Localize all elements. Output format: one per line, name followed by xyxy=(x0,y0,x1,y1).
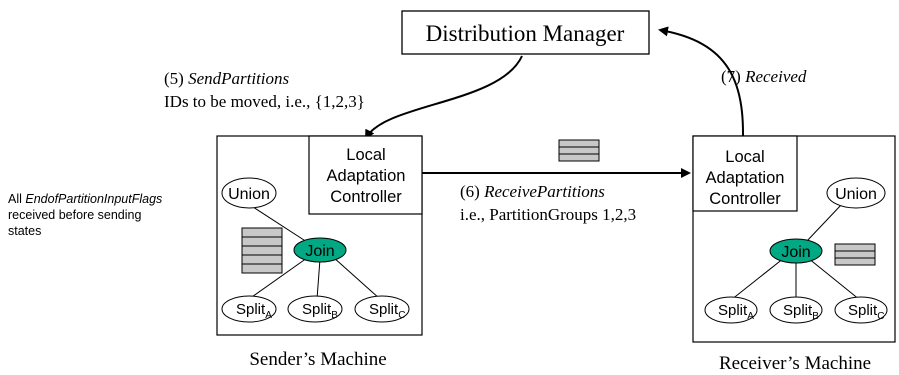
receiver-split-c-node xyxy=(834,296,888,324)
receiver-join-node xyxy=(769,238,823,264)
side-note-line2: received before sending xyxy=(8,208,141,222)
sender-union-label: Union xyxy=(228,186,270,203)
receiver-edge-union-join xyxy=(805,203,843,243)
receiver-split-b-node xyxy=(769,296,823,324)
sender-edge-union-join xyxy=(249,204,308,243)
sender-split-a-label: SplitA xyxy=(236,301,272,321)
received-label: (7) Received xyxy=(721,67,807,86)
sender-split-b-node xyxy=(287,295,343,323)
receiver-machine: Local Adaptation Controller Union Join S… xyxy=(692,135,896,374)
sender-split-c-node xyxy=(354,295,410,323)
receiver-split-b-label: SplitB xyxy=(783,302,819,322)
sender-union-node xyxy=(221,177,277,209)
receiver-split-c-label: SplitC xyxy=(848,302,884,322)
transit-state-buffer xyxy=(558,139,600,162)
side-note-line1: All EndofPartitionInputFlags xyxy=(8,192,162,206)
sender-controller-line1: Local xyxy=(346,146,385,164)
receiver-edge-join-splitA xyxy=(730,257,785,301)
receiver-join-label: Join xyxy=(781,244,810,261)
send-partitions-arrow xyxy=(365,55,523,140)
receiver-union-label: Union xyxy=(835,186,877,203)
send-partitions-label: (5) SendPartitions xyxy=(164,69,290,88)
receive-partitions-label: (6) ReceivePartitions xyxy=(460,182,605,201)
distribution-manager-node: Distribution Manager xyxy=(401,10,650,55)
receiver-controller-line3: Controller xyxy=(709,190,781,208)
sender-state-buffer xyxy=(241,227,283,274)
send-partitions-detail: IDs to be moved, i.e., {1,2,3} xyxy=(164,92,365,111)
side-note-line3: states xyxy=(8,224,41,238)
receiver-state-buffer xyxy=(834,243,876,266)
sender-edge-join-splitA xyxy=(248,257,308,300)
receive-partitions-detail: i.e., PartitionGroups 1,2,3 xyxy=(460,205,636,224)
receiver-controller-box xyxy=(692,135,798,212)
sender-controller-line2: Adaptation xyxy=(327,167,406,185)
sender-join-node xyxy=(293,237,347,263)
receiver-controller-line2: Adaptation xyxy=(706,169,785,187)
sender-join-label: Join xyxy=(305,243,334,260)
sender-edge-join-splitB xyxy=(316,258,321,300)
receiver-edge-join-splitC xyxy=(807,257,861,301)
receiver-split-a-node xyxy=(704,296,758,324)
sender-controller-box xyxy=(308,135,423,215)
receiver-controller-line1: Local xyxy=(725,148,764,166)
distribution-manager-label: Distribution Manager xyxy=(426,21,625,46)
sender-split-c-label: SplitC xyxy=(369,301,405,321)
receiver-union-node xyxy=(826,177,886,209)
side-note: All EndofPartitionInputFlags received be… xyxy=(8,192,162,238)
sender-controller-line3: Controller xyxy=(330,188,402,206)
sender-split-a-node xyxy=(221,295,277,323)
receiver-machine-caption: Receiver’s Machine xyxy=(719,353,871,374)
receiver-split-a-label: SplitA xyxy=(718,302,754,322)
sender-machine-caption: Sender’s Machine xyxy=(249,349,386,370)
sender-edge-join-splitC xyxy=(332,256,381,300)
sender-machine: Local Adaptation Controller Union Join S… xyxy=(216,135,423,370)
sender-split-b-label: SplitB xyxy=(302,301,338,321)
received-arrow xyxy=(658,26,744,158)
